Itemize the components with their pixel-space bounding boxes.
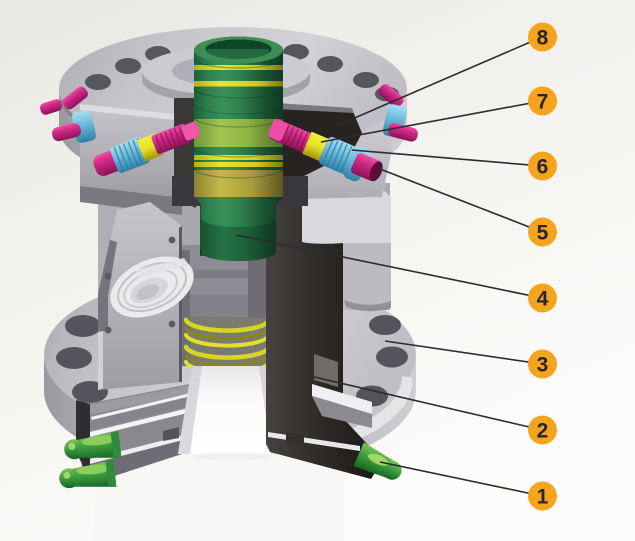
svg-text:4: 4 bbox=[537, 288, 549, 311]
svg-text:3: 3 bbox=[537, 354, 549, 377]
svg-text:8: 8 bbox=[537, 27, 549, 50]
svg-text:1: 1 bbox=[537, 486, 549, 509]
svg-text:6: 6 bbox=[537, 156, 549, 179]
svg-text:7: 7 bbox=[537, 91, 549, 114]
svg-text:5: 5 bbox=[537, 222, 549, 245]
svg-text:2: 2 bbox=[537, 420, 549, 443]
